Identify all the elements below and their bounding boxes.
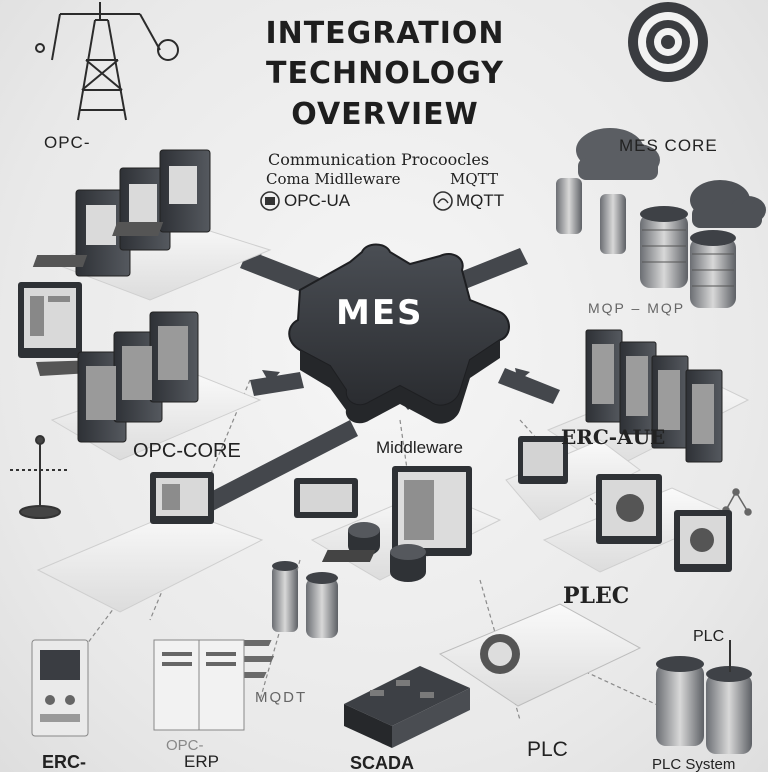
scada-modules bbox=[344, 666, 470, 748]
mes-hub-shape bbox=[288, 243, 510, 424]
cloud-icon-2 bbox=[690, 180, 766, 228]
disk-stack-center bbox=[272, 561, 338, 638]
label-erp: ERP bbox=[184, 752, 219, 771]
protocol-item-mqtt-1: MQTT bbox=[450, 170, 498, 188]
workstation-platform-left bbox=[36, 472, 264, 613]
label-plc-mid: PLEC bbox=[563, 583, 630, 609]
title-line-1: INTEGRATION bbox=[265, 16, 505, 51]
protocol-item-opc-ua: OPC-UA bbox=[284, 191, 351, 210]
plc-disk-stack bbox=[656, 640, 752, 754]
title-line-3: OVERVIEW bbox=[291, 97, 479, 132]
label-erc-bottom: ERC- bbox=[42, 752, 86, 772]
protocol-item-mqtt-2: MQTT bbox=[456, 191, 505, 210]
label-erc-right: ERC-AUE bbox=[561, 425, 666, 449]
server-platform-top-left bbox=[32, 149, 272, 301]
protocol-item-middleware: Coma Midlleware bbox=[266, 170, 401, 188]
storage-cylinders-top-right bbox=[556, 178, 736, 308]
label-opc-top: OPC- bbox=[44, 133, 91, 152]
workstation-center bbox=[294, 466, 502, 582]
mqtt-glyph bbox=[433, 191, 453, 211]
cloud-icon-1 bbox=[576, 128, 660, 180]
server-box-erp bbox=[153, 639, 245, 731]
label-opc-core: OPC-CORE bbox=[133, 440, 241, 462]
opc-ua-glyph bbox=[260, 191, 280, 211]
label-mqdt: MQDT bbox=[255, 689, 308, 706]
label-opc-bottom: OPC- bbox=[166, 737, 204, 754]
antenna-icon-left bbox=[10, 435, 70, 519]
protocols-heading: Communication Procoocles bbox=[268, 150, 490, 169]
label-mqp: MQP – MQP bbox=[588, 300, 686, 316]
label-middleware: Middleware bbox=[376, 438, 463, 457]
label-mes-core: MES CORE bbox=[619, 136, 718, 155]
label-scada: SCADA bbox=[350, 753, 415, 772]
monitor-pair-right bbox=[321, 436, 732, 573]
label-plc-system: PLC System bbox=[652, 756, 736, 772]
title-line-2: TECHNOLOGY bbox=[266, 56, 504, 91]
mes-hub-label: MES bbox=[336, 293, 424, 333]
label-plc-right: PLC bbox=[693, 628, 725, 645]
controller-device-erc bbox=[31, 639, 89, 737]
target-icon bbox=[628, 2, 708, 82]
server-cluster-opc-core bbox=[50, 311, 262, 461]
radio-tower-icon bbox=[35, 2, 179, 121]
label-plc-bottom: PLC bbox=[527, 738, 568, 761]
